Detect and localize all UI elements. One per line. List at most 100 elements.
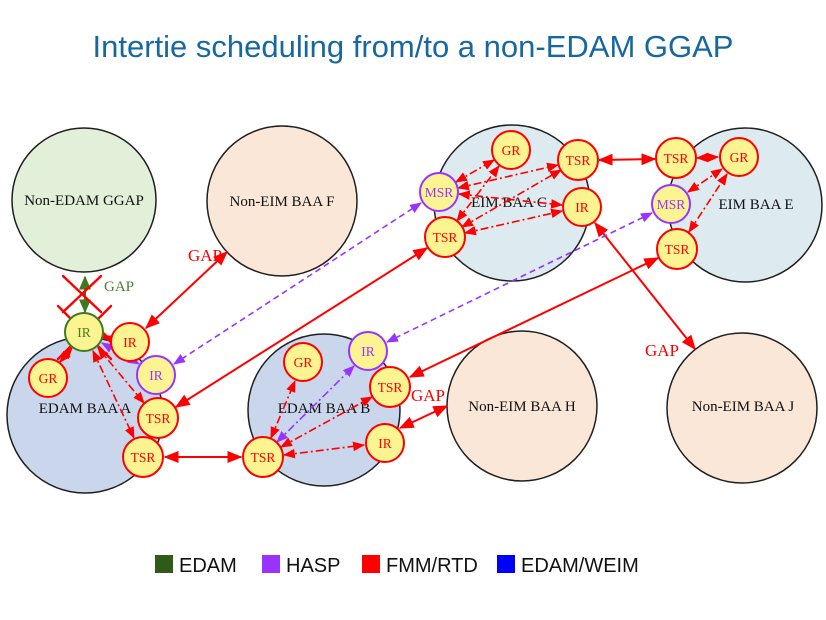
- arrow-ir-a-green-tsr-a2: [92, 349, 135, 440]
- legend-item-fmm-rtd-label: FMM/RTD: [386, 555, 478, 577]
- node-tsr-c-top: TSR: [557, 139, 599, 181]
- tsr-node-label: TSR: [146, 411, 171, 426]
- tsr-node-label: TSR: [664, 151, 689, 166]
- arrow-tsr-c2-ir-c: [463, 208, 564, 236]
- gr-node-circle: [28, 358, 68, 398]
- node-ir-c: IR: [562, 187, 602, 227]
- tsr-node-circle: [424, 216, 466, 258]
- msr-node-circle: [651, 184, 691, 224]
- arrow-ir-a-green-gr-a: [59, 347, 73, 363]
- msr-node-label: MSR: [425, 185, 454, 200]
- blocked-x-icon: [61, 274, 103, 314]
- ir-node-label: IR: [149, 368, 163, 383]
- arrow-tsr-c-to-tsr-e: [597, 153, 657, 166]
- gr-node-circle: [283, 342, 323, 382]
- ir-node-circle: [365, 423, 405, 463]
- gap-label-h: GAP: [411, 386, 445, 405]
- ir-node-circle: [110, 322, 150, 362]
- non-eim-baa-h-label: Non-EIM BAA H: [468, 399, 576, 415]
- node-gr-b: GR: [283, 342, 323, 382]
- node-ir-a-green: IR: [64, 312, 104, 352]
- ir-node-circle-purple: [348, 331, 388, 371]
- nodes: GR TSR MSR IR TSR TSR GR MSR: [28, 130, 759, 478]
- node-tsr-e-bottom: TSR: [656, 228, 698, 270]
- legend-item-edam: EDAM: [155, 555, 237, 577]
- gr-node-label: GR: [502, 143, 521, 158]
- legend-item-edam-label: EDAM: [179, 555, 237, 577]
- non-eim-baa-j-label: Non-EIM BAA J: [692, 399, 795, 415]
- x-stroke: [61, 274, 103, 314]
- tsr-node-circle: [656, 228, 698, 270]
- region-non-edam-ggap: Non-EDAM GGAP: [11, 127, 157, 273]
- arrow-tsr-b2-ir-b-purple: [276, 365, 355, 443]
- gr-node-label: GR: [294, 355, 313, 370]
- node-ir-b-purple: IR: [348, 331, 388, 371]
- eim-baa-c-label: EIM BAA C: [471, 195, 547, 211]
- ir-node-label: IR: [361, 344, 375, 359]
- arrow-tsr-e1-gr-e: [695, 152, 720, 163]
- edam-baa-a-label: EDAM BAA A: [39, 401, 132, 417]
- gap-label-green: GAP: [104, 279, 134, 295]
- ir-node-label: IR: [378, 436, 392, 451]
- legend-item-edam-weim: EDAM/WEIM: [497, 555, 639, 577]
- tsr-node-label: TSR: [251, 450, 276, 465]
- node-tsr-a-top: TSR: [137, 397, 179, 439]
- tsr-node-label: TSR: [378, 380, 403, 395]
- eim-baa-e-label: EIM BAA E: [719, 197, 794, 213]
- page-title: Intertie scheduling from/to a non-EDAM G…: [93, 29, 734, 64]
- gr-node-circle: [491, 130, 531, 170]
- node-ir-a-purple: IR: [136, 355, 176, 395]
- gap-labels: GAP GAP GAP GAP: [104, 246, 679, 405]
- edam-weim-swatch-icon: [497, 555, 515, 573]
- node-tsr-c-bottom: TSR: [424, 216, 466, 258]
- tsr-node-circle: [242, 436, 284, 478]
- hasp-dashed-arrows: [173, 202, 654, 365]
- fmm-rtd-dashdot-arrows: [59, 152, 728, 459]
- node-ir-a-red: IR: [110, 322, 150, 362]
- gap-label-j: GAP: [645, 341, 679, 360]
- node-tsr-b-bottom: TSR: [242, 436, 284, 478]
- tsr-node-circle: [369, 366, 411, 408]
- tsr-node-label: TSR: [131, 450, 156, 465]
- tsr-node-label: TSR: [566, 153, 591, 168]
- non-edam-ggap-circle: [11, 127, 157, 273]
- legend-item-hasp-label: HASP: [286, 555, 340, 577]
- msr-node-circle: [419, 172, 459, 212]
- node-msr-c: MSR: [419, 172, 459, 212]
- ir-node-circle-green: [64, 312, 104, 352]
- node-gr-c: GR: [491, 130, 531, 170]
- gr-node-label: GR: [39, 371, 58, 386]
- gap-label-f: GAP: [188, 246, 222, 265]
- node-gr-a: GR: [28, 358, 68, 398]
- arrow-gap-ir-b-to-baa-h: [398, 405, 449, 429]
- ir-node-circle: [562, 187, 602, 227]
- non-edam-ggap-label: Non-EDAM GGAP: [24, 193, 144, 209]
- ir-node-label: IR: [575, 200, 589, 215]
- tsr-node-label: TSR: [665, 242, 690, 257]
- legend-item-edam-weim-label: EDAM/WEIM: [521, 555, 639, 577]
- arrow-ir-a-green-ir-a-red: [99, 330, 115, 345]
- arrow-tsr-e2-gr-e: [688, 173, 728, 233]
- legend-item-fmm-rtd: FMM/RTD: [362, 555, 478, 577]
- edam-baa-b-label: EDAM BAA B: [278, 401, 371, 417]
- node-gr-e: GR: [719, 137, 759, 177]
- ir-node-label: IR: [77, 325, 91, 340]
- region-non-eim-baa-f: Non-EIM BAA F: [206, 125, 358, 277]
- node-tsr-e-top: TSR: [655, 137, 697, 179]
- ir-node-label: IR: [123, 335, 137, 350]
- arrow-tsr-b2-ir-b-red: [282, 441, 366, 459]
- arrow-msr-e-to-ir-b: [385, 212, 654, 343]
- tsr-node-circle: [137, 397, 179, 439]
- msr-node-label: MSR: [657, 197, 686, 212]
- fmm-rtd-swatch-icon: [362, 555, 380, 573]
- non-eim-baa-f-label: Non-EIM BAA F: [229, 194, 334, 210]
- node-ir-b-red: IR: [365, 423, 405, 463]
- node-tsr-a-bottom: TSR: [122, 436, 164, 478]
- tsr-node-circle: [655, 137, 697, 179]
- gr-node-label: GR: [730, 150, 749, 165]
- non-eim-baa-j-circle: [666, 332, 818, 484]
- node-tsr-b-top: TSR: [369, 366, 411, 408]
- region-non-eim-baa-h: Non-EIM BAA H: [446, 330, 598, 482]
- legend: EDAM HASP FMM/RTD EDAM/WEIM: [155, 555, 639, 577]
